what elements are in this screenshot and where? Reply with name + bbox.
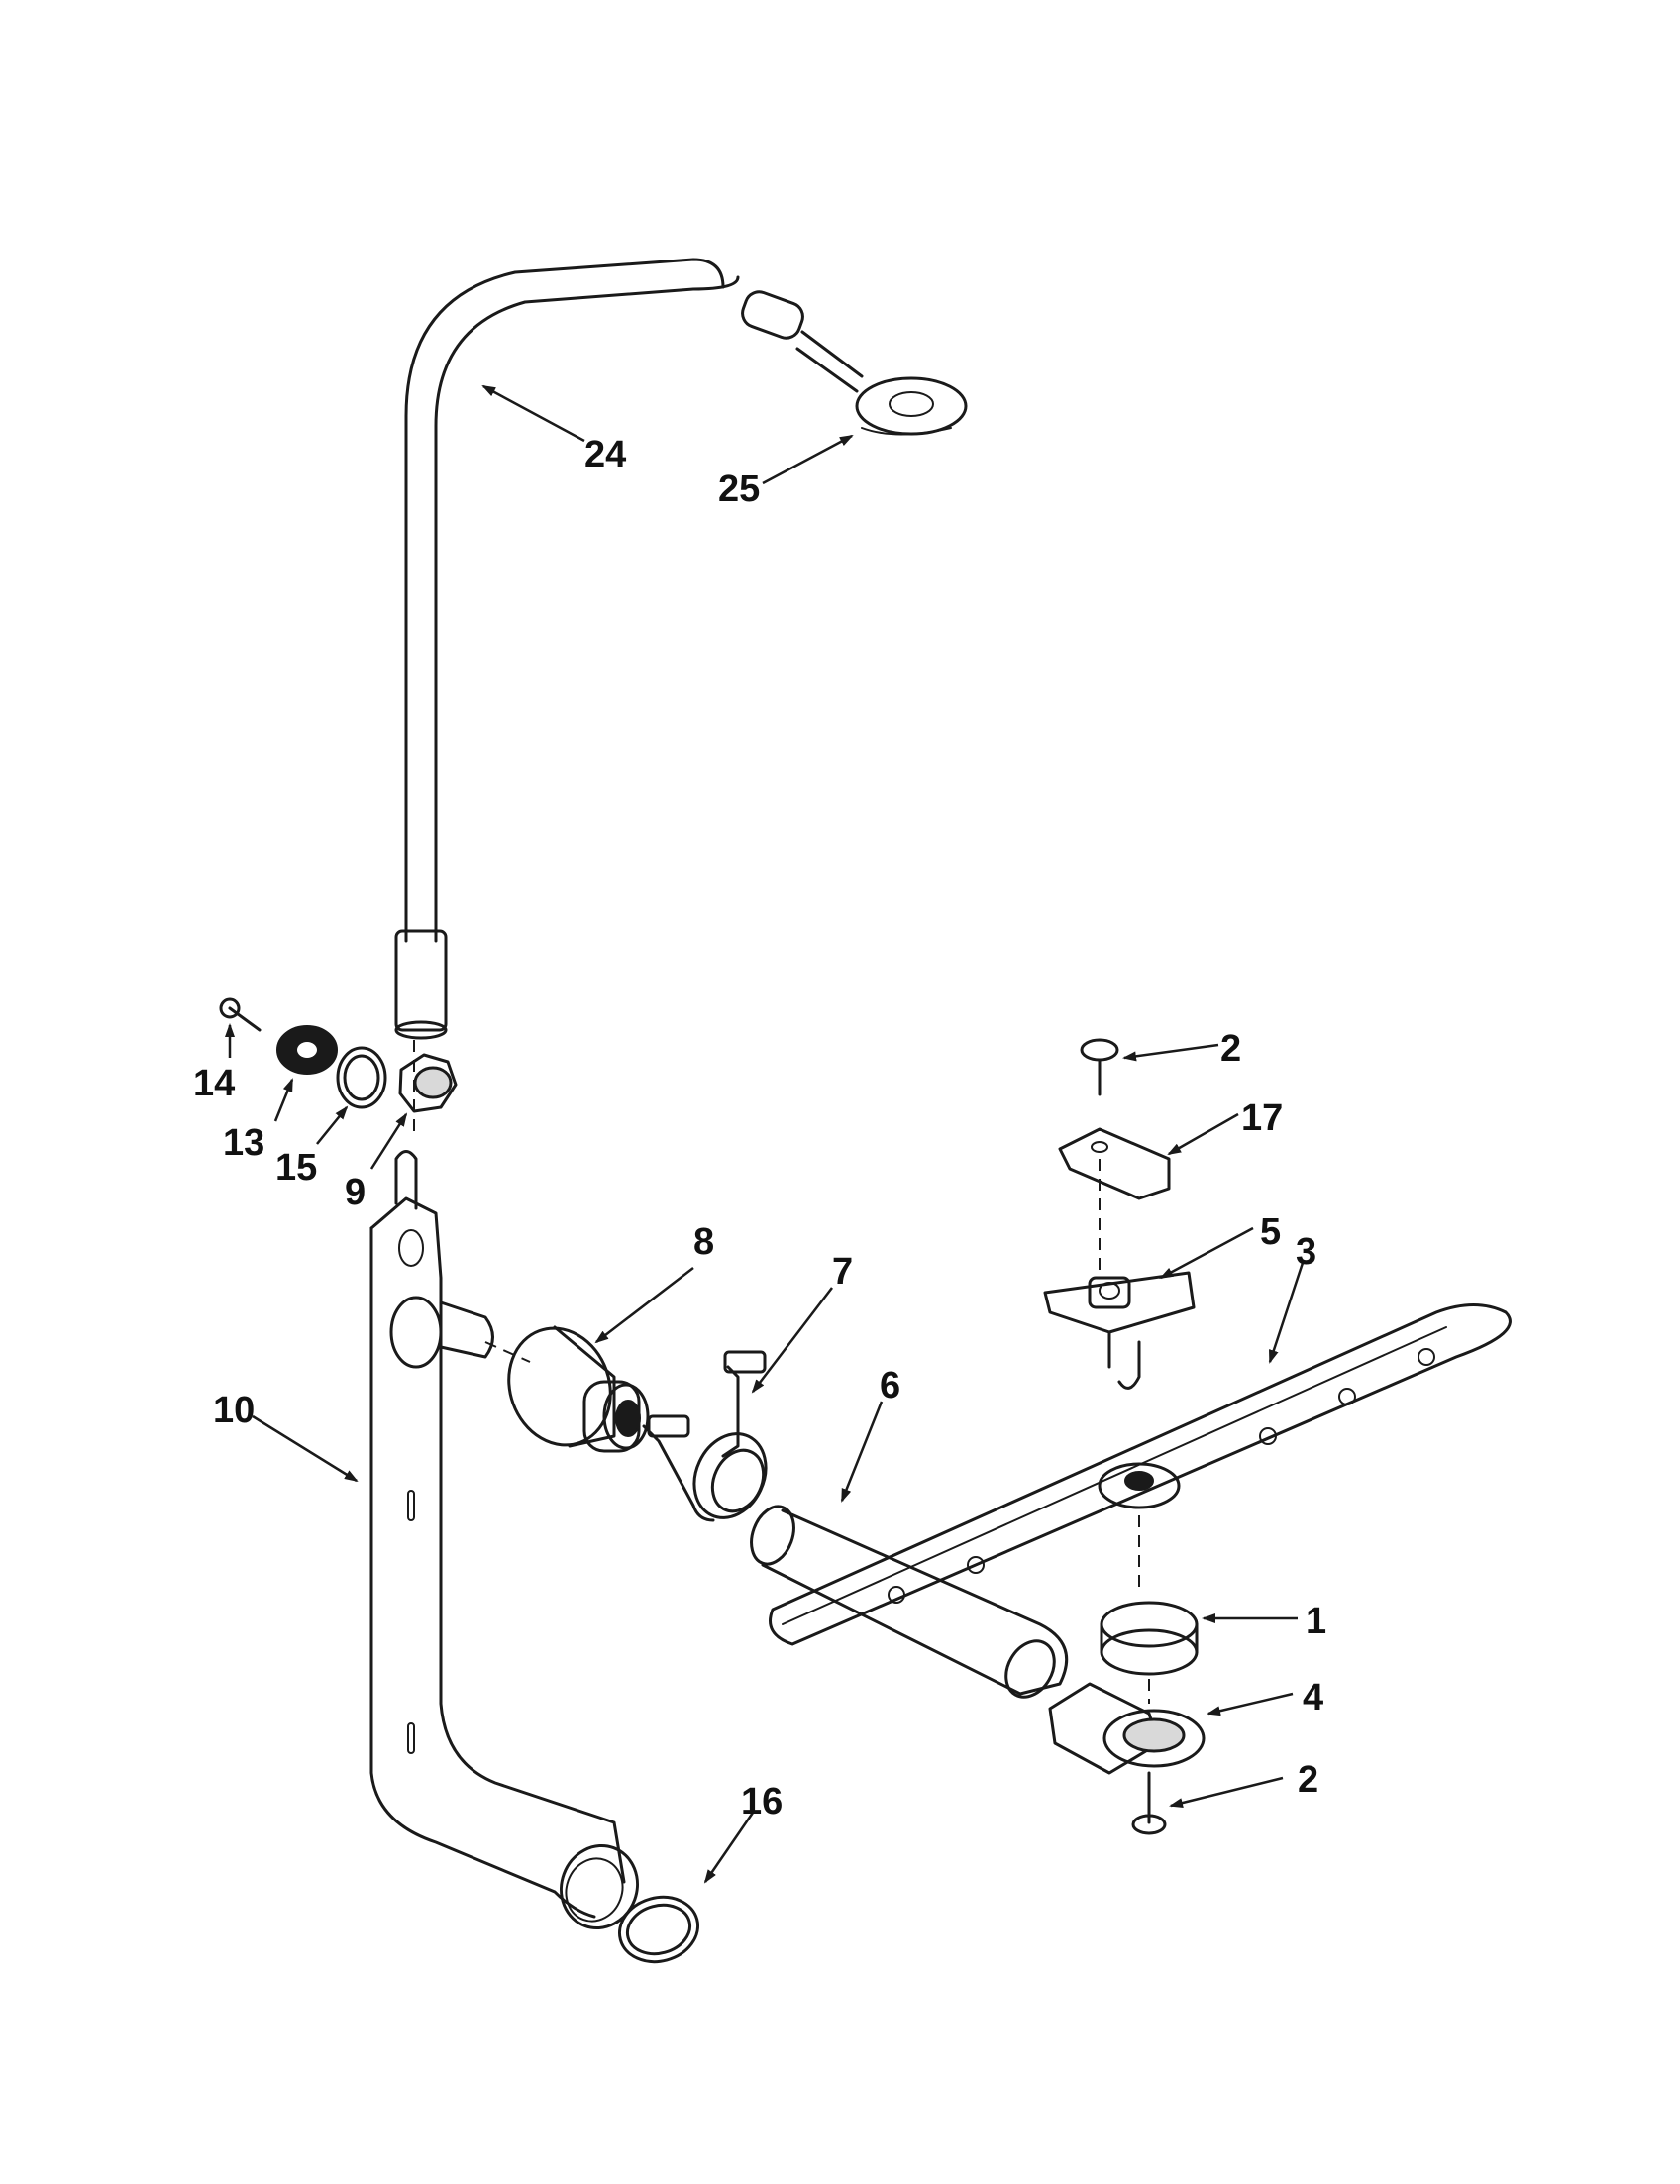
retainer [1058, 1127, 1171, 1273]
bearing-ring [1100, 1515, 1199, 1676]
callout-2-top: 2 [1220, 1028, 1242, 1070]
lower-wash-arm [769, 1303, 1512, 1646]
coupling-diverter [484, 1325, 650, 1453]
callout-7: 7 [832, 1251, 854, 1293]
wash-arm-feed-tube [750, 1505, 1069, 1699]
callout-15: 15 [275, 1147, 318, 1189]
callout-4: 4 [1303, 1677, 1324, 1718]
wash-arm-hub [1048, 1679, 1206, 1775]
callout-2-bottom: 2 [1298, 1759, 1319, 1801]
callout-16: 16 [741, 1781, 784, 1822]
callout-3: 3 [1296, 1231, 1317, 1273]
bearing-bracket [1043, 1271, 1196, 1390]
lower-supply-tube [369, 1150, 639, 1930]
callout-14: 14 [193, 1063, 236, 1104]
o-ring [617, 1895, 700, 1964]
callout-24: 24 [584, 434, 627, 475]
callout-13: 13 [223, 1122, 265, 1164]
callout-9: 9 [345, 1172, 367, 1213]
callout-25: 25 [718, 468, 761, 510]
callout-6: 6 [880, 1365, 901, 1406]
tube-clamp [642, 1350, 768, 1522]
upper-spray-nozzle [741, 290, 968, 436]
callout-8: 8 [693, 1221, 715, 1263]
callout-17: 17 [1241, 1097, 1284, 1139]
leader-lines [225, 384, 1305, 1884]
fastener-stack [219, 997, 458, 1139]
upper-screw [1080, 1038, 1119, 1096]
upper-supply-tube [394, 258, 740, 1040]
callout-1: 1 [1306, 1601, 1327, 1642]
callout-5: 5 [1260, 1211, 1282, 1253]
callout-10: 10 [213, 1390, 256, 1431]
lower-screw [1131, 1771, 1167, 1835]
